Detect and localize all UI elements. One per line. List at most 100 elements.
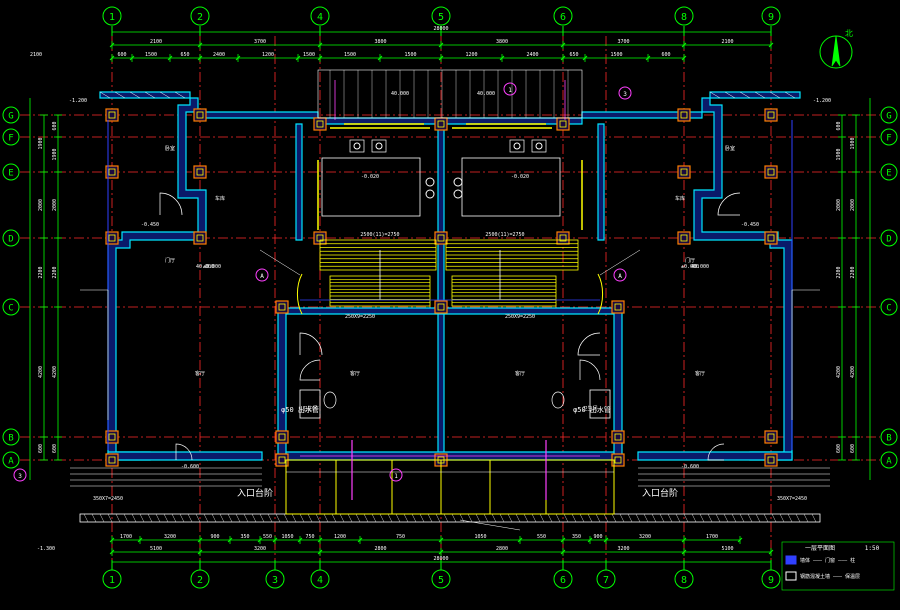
level-label: -1.300 (37, 546, 55, 552)
door-swing (299, 359, 321, 381)
terrace-hatch (699, 513, 705, 523)
area-label: 40.000 (391, 91, 409, 97)
axis-letter-left: A (8, 457, 14, 467)
terrace-hatch (547, 513, 553, 523)
terrace-hatch (707, 513, 713, 523)
column-core (278, 303, 286, 311)
column-core (767, 433, 775, 441)
terrace-hatch (691, 513, 697, 523)
door-swing (175, 443, 193, 461)
top-dim-value: 3800 (374, 39, 386, 45)
column-core (196, 111, 204, 119)
level-label: -1.200 (813, 98, 831, 104)
axis-number-bottom: 7 (603, 575, 609, 586)
wall-segment (637, 451, 793, 461)
column-core (108, 111, 116, 119)
balcony-hatch (709, 91, 721, 99)
axis-bubble-right (880, 428, 898, 446)
top-detail-dim-slash (235, 55, 241, 61)
axis-number-bottom: 8 (681, 575, 687, 586)
left-dim-value: 2200 (38, 266, 44, 278)
axis-number-bottom: 9 (768, 575, 774, 586)
top-detail-dim-slash (681, 55, 687, 61)
overall-dim-value-bottom: 28000 (433, 556, 448, 562)
wall-segment (197, 111, 319, 119)
bathtub (589, 389, 611, 419)
column-core (680, 168, 688, 176)
section-mark: 1 (508, 87, 512, 94)
terrace-hatch (219, 513, 225, 523)
top-detail-dim-slash (377, 55, 383, 61)
terrace-hatch (811, 513, 817, 523)
door-swing (579, 359, 601, 381)
terrace-hatch (147, 513, 153, 523)
terrace-hatch (443, 513, 449, 523)
wall-segment (285, 307, 615, 315)
terrace-hatch (555, 513, 561, 523)
bottom-dim-slash (438, 549, 444, 555)
terrace-hatch (235, 513, 241, 523)
terrace-hatch (123, 513, 129, 523)
column-core (767, 234, 775, 242)
axis-bubble-bottom (431, 569, 451, 589)
terrace-hatch (779, 513, 785, 523)
terrace-hatch (723, 513, 729, 523)
top-detail-dim-value: 1500 (303, 52, 315, 58)
leader-line (259, 249, 301, 276)
legend-title: 一层平面图 (805, 545, 835, 552)
section-bubble (613, 268, 627, 282)
column-core (767, 111, 775, 119)
balcony-hatch (174, 91, 186, 99)
room-label: 车库 (675, 195, 685, 202)
axis-bubble-left (2, 229, 20, 247)
axis-letter-left: B (8, 434, 13, 444)
left-detail-dim-value: 1900 (52, 148, 58, 160)
balcony-hatch (739, 91, 751, 99)
terrace-hatch (419, 513, 425, 523)
balcony-hatch (159, 91, 171, 99)
bottom-detail-dim-value: 1050 (281, 534, 293, 540)
axis-number-bottom: 2 (197, 575, 203, 586)
axis-number-top: 2 (197, 12, 203, 23)
column (764, 165, 778, 179)
sink-drain (375, 142, 383, 150)
top-detail-dim-value: 2400 (213, 52, 225, 58)
stair-label: 2500(11)=2750 (485, 232, 524, 238)
balcony-hatch (724, 91, 736, 99)
terrace-hatch (507, 513, 513, 523)
column-core (108, 168, 116, 176)
axis-letter-right: A (886, 457, 892, 467)
column (275, 430, 289, 444)
terrace-hatch (563, 513, 569, 523)
detail-layer (70, 69, 830, 523)
stair-lower-right-outline (451, 275, 557, 307)
axis-bubble-left (2, 163, 20, 181)
top-detail-dim-slash (499, 55, 505, 61)
section-bubble (503, 82, 517, 96)
pipe-label: φ50 出水管 (281, 405, 319, 414)
axis-bubble-top (761, 6, 781, 26)
terrace-hatch (91, 513, 97, 523)
terrace-hatch (203, 513, 209, 523)
top-detail-dim-slash (560, 55, 566, 61)
terrace-hatch (187, 513, 193, 523)
bottom-dim-value: 5100 (721, 546, 733, 552)
axis-bubble-bottom (596, 569, 616, 589)
bottom-dim-value: 2800 (496, 546, 508, 552)
terrace-hatch (675, 513, 681, 523)
terrace-hatch (291, 513, 297, 523)
terrace-hatch (771, 513, 777, 523)
axis-bubble-left (2, 106, 20, 124)
axis-letter-right: B (886, 434, 891, 444)
top-dim-slash (681, 42, 687, 48)
sink-fixture (509, 139, 525, 153)
terrace-hatch (211, 513, 217, 523)
door-swing (577, 332, 601, 356)
right-detail-dim-value: 2200 (836, 266, 842, 278)
legend-frame (781, 541, 895, 591)
terrace-hatch (395, 513, 401, 523)
terrace-hatch (107, 513, 113, 523)
stove-burner (425, 189, 435, 199)
terrace-hatch (371, 513, 377, 523)
